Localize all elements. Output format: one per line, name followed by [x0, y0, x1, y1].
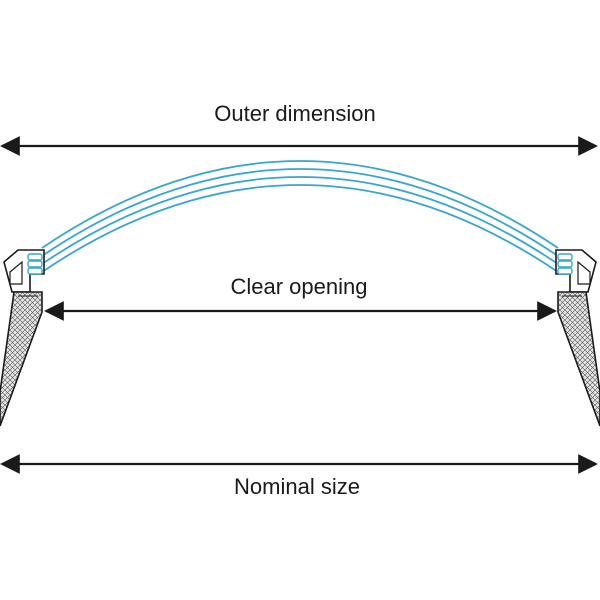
- left-frame-profile: [3, 249, 45, 293]
- right-upstand: [557, 291, 600, 427]
- clear-opening-label: Clear opening: [231, 274, 368, 299]
- right-frame-profile: [555, 249, 597, 293]
- outer-dimension-label: Outer dimension: [214, 101, 375, 126]
- nominal-size-label: Nominal size: [234, 474, 360, 499]
- dome-glazing: [41, 160, 559, 273]
- left-upstand: [0, 291, 43, 427]
